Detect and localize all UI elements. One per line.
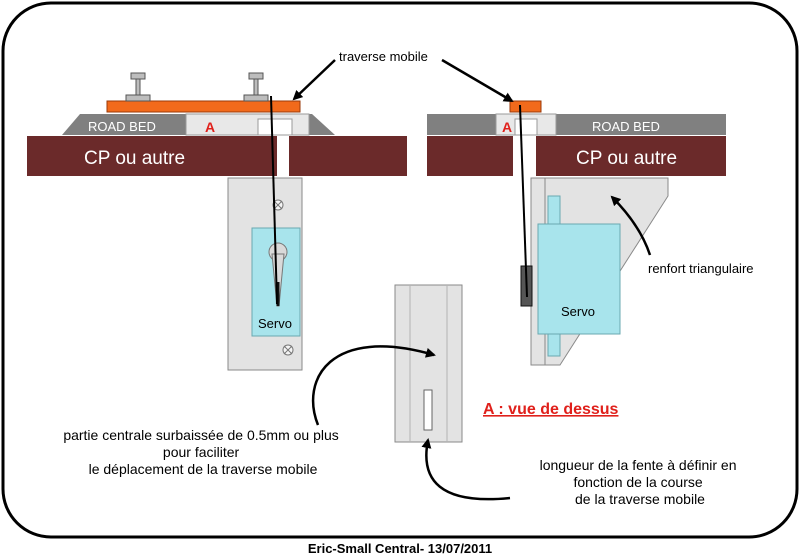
longueur-fente-line-2: fonction de la course — [573, 474, 702, 490]
left-top-screw — [272, 199, 284, 211]
partie-centrale-line-2: pour faciliter — [163, 444, 240, 460]
left-roadbed-label: ROAD BED — [88, 119, 156, 134]
left-servo-label: Servo — [258, 316, 292, 331]
partie-centrale-label: partie centrale surbaissée de 0.5mm ou p… — [63, 427, 342, 477]
footer-credit: Eric-Small Central- 13/07/2011 — [307, 541, 493, 556]
right-traverse — [509, 100, 542, 113]
partie-centrale-line-1: partie centrale surbaissée de 0.5mm ou p… — [63, 427, 338, 443]
right-servo-body — [537, 223, 621, 335]
left-assembly: Servo CP ou autre ROAD BED A — [27, 72, 407, 371]
arrow-longueur-fente — [421, 438, 511, 501]
longueur-fente-line-1: longueur de la fente à définir en — [540, 457, 737, 473]
arrow-traverse-right — [441, 58, 514, 103]
left-rail-1 — [125, 72, 151, 102]
right-actuator-wire — [519, 104, 528, 298]
left-plywood-label: CP ou autre — [84, 148, 185, 169]
right-plywood-b — [536, 136, 726, 176]
part-a-slot — [423, 389, 433, 431]
partie-centrale-line-3: le déplacement de la traverse mobile — [89, 461, 318, 477]
arrow-renfort — [610, 195, 652, 256]
right-slot-window — [514, 118, 538, 136]
left-roadbed — [62, 114, 186, 135]
right-assembly: Servo CP ou autre ROAD BED A — [427, 100, 726, 366]
left-plywood-b — [289, 136, 407, 176]
right-roadbed — [556, 114, 726, 135]
left-traverse — [106, 100, 301, 113]
longueur-fente-line-3: de la traverse mobile — [575, 491, 705, 507]
left-plywood-a — [27, 136, 277, 176]
left-marker-a: A — [205, 119, 215, 135]
renfort-label: renfort triangulaire — [648, 261, 754, 276]
left-actuator-wire — [270, 95, 278, 305]
traverse-label-left: traverse mobile — [339, 49, 428, 64]
right-servo-tab-top — [547, 195, 561, 225]
part-a-top-view — [394, 284, 463, 443]
arrow-partie-centrale — [311, 345, 436, 426]
right-marker-a: A — [502, 119, 512, 135]
longueur-fente-label: longueur de la fente à définir en foncti… — [540, 457, 741, 507]
arrow-traverse-left — [292, 59, 336, 101]
left-rail-2 — [243, 72, 269, 102]
right-plywood-label: CP ou autre — [576, 148, 677, 169]
left-bottom-screw — [282, 344, 294, 356]
right-servo-label: Servo — [561, 304, 595, 319]
right-plywood-a — [427, 136, 513, 176]
right-servo-tab-bottom — [547, 333, 561, 357]
left-roadbed-right — [309, 114, 335, 135]
right-roadbed-left — [427, 114, 496, 135]
vue-dessus-label: A : vue de dessus — [483, 401, 619, 418]
right-roadbed-label: ROAD BED — [592, 119, 660, 134]
left-slot-window — [257, 118, 293, 136]
